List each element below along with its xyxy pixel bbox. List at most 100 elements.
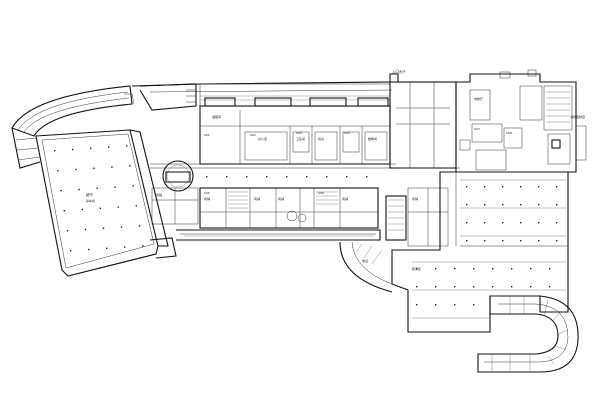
structural-column — [366, 176, 368, 178]
structural-column — [538, 240, 540, 242]
structural-column — [78, 188, 80, 191]
structural-column — [286, 176, 288, 178]
structural-column — [473, 304, 475, 306]
structural-column — [117, 206, 119, 208]
structural-column — [511, 286, 513, 288]
structural-column — [530, 286, 532, 288]
top-fragments — [124, 83, 197, 111]
structural-column — [57, 170, 59, 172]
structural-column — [102, 227, 105, 229]
label-stair: 楼梯间 — [368, 136, 377, 141]
structural-column — [492, 268, 494, 270]
structural-column — [306, 176, 308, 178]
structural-column — [66, 230, 69, 232]
structural-column — [416, 286, 418, 288]
label-code-2: S02 — [250, 133, 256, 137]
label-lift-hall: 电梯厅 — [474, 96, 483, 101]
label-storage: 储藏间 — [212, 114, 221, 119]
label-shop-d: 商铺 — [342, 196, 348, 201]
structural-column — [106, 247, 108, 249]
room-labels: 入口大厅 储藏间 办公室 机房 楼梯间 卫生间 商铺 商铺 商铺 商铺 商铺 商… — [86, 69, 585, 271]
structural-column — [120, 226, 123, 228]
label-shop-a: 商铺 — [204, 196, 210, 201]
structural-column — [226, 176, 228, 178]
structural-column — [466, 186, 468, 188]
label-code-6: S06 — [318, 191, 324, 195]
structural-column — [72, 148, 74, 151]
structural-column — [246, 176, 248, 178]
structural-column — [549, 268, 551, 270]
left-wing — [11, 85, 177, 277]
label-restroom: 卫生间 — [296, 136, 305, 141]
structural-column — [530, 268, 532, 270]
structural-column — [435, 268, 437, 270]
label-ramp: 坡道 — [362, 258, 368, 263]
structural-column — [473, 268, 475, 270]
label-right-note: 消防控制室 — [570, 114, 585, 119]
label-code-7: S07 — [474, 127, 480, 131]
structural-column — [549, 286, 551, 288]
label-shop-c: 商铺 — [278, 196, 284, 201]
structural-column — [75, 168, 77, 171]
structural-column — [132, 185, 134, 187]
structural-column — [63, 210, 65, 212]
structural-column — [84, 228, 87, 231]
structural-column — [129, 165, 131, 167]
structural-column — [114, 186, 116, 188]
structural-column — [484, 186, 486, 188]
structural-column — [454, 268, 456, 270]
curved-ramp-left — [339, 241, 393, 293]
structural-column — [326, 176, 328, 178]
structural-column — [435, 304, 437, 306]
label-entrance-top: 入口大厅 — [392, 69, 406, 74]
structural-column — [142, 245, 144, 247]
structural-column — [88, 248, 90, 251]
structural-column — [556, 186, 558, 188]
label-office: 办公室 — [258, 136, 267, 141]
structural-column — [454, 286, 456, 288]
structural-column — [70, 250, 72, 252]
parking-columns — [206, 176, 558, 306]
structural-column — [416, 268, 418, 270]
structural-column — [416, 304, 418, 306]
label-code-8: S08 — [506, 131, 512, 135]
structural-column — [466, 204, 468, 206]
structural-column — [99, 207, 101, 209]
structural-column — [556, 222, 558, 224]
left-hall-columns — [54, 145, 144, 252]
structural-column — [126, 145, 128, 147]
structural-column — [124, 246, 126, 248]
parking-block — [391, 171, 569, 333]
main-building — [131, 73, 470, 241]
structural-column — [484, 204, 486, 206]
structural-column — [266, 176, 268, 178]
structural-column — [93, 167, 95, 169]
middle-connector — [385, 81, 460, 247]
structural-column — [96, 187, 98, 189]
structural-column — [108, 146, 110, 148]
label-shop-e: 商铺 — [156, 192, 162, 197]
structural-column — [466, 240, 468, 242]
structural-column — [556, 204, 558, 206]
curved-ramp-right — [477, 295, 579, 373]
structural-column — [520, 222, 522, 224]
structural-column — [135, 205, 137, 207]
structural-column — [473, 286, 475, 288]
structural-column — [538, 204, 540, 206]
structural-column — [454, 304, 456, 306]
structural-column — [138, 225, 141, 227]
structural-column — [435, 286, 437, 288]
structural-column — [502, 204, 504, 206]
structural-column — [520, 186, 522, 188]
structural-column — [81, 208, 83, 211]
label-machine-room: 机房 — [318, 136, 324, 141]
label-shop-b: 商铺 — [254, 196, 260, 201]
structural-column — [538, 186, 540, 188]
structural-column — [520, 240, 522, 242]
structural-column — [466, 222, 468, 224]
label-code-1: S01 — [204, 133, 210, 137]
structural-column — [60, 190, 62, 192]
structural-column — [90, 147, 92, 149]
structural-column — [520, 204, 522, 206]
